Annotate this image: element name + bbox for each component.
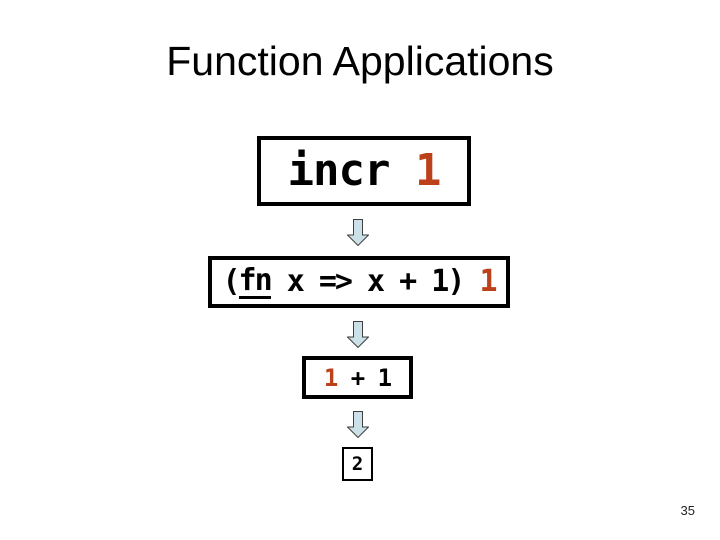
down-arrow-icon <box>347 219 369 246</box>
slide-title: Function Applications <box>166 38 554 84</box>
literal-argument: 1 <box>414 145 441 196</box>
substituted-literal: 1 <box>323 363 338 392</box>
expression-text: + 1 <box>337 363 392 392</box>
expression-box-lambda-application: (fn x => x + 1) 1 <box>208 256 510 308</box>
page-number: 35 <box>680 503 695 518</box>
result-value: 2 <box>351 452 364 475</box>
down-arrow-icon <box>347 321 369 348</box>
expression-box-incr-application: incr 1 <box>257 136 471 206</box>
expression-text: incr <box>287 145 415 196</box>
open-paren: ( <box>222 264 240 299</box>
literal-argument: 1 <box>479 264 497 299</box>
lambda-body: x => x + 1) <box>270 264 480 299</box>
expression-box-result: 2 <box>342 447 373 481</box>
fn-keyword: fn <box>238 262 273 299</box>
down-arrow-icon <box>347 411 369 438</box>
expression-box-sum: 1 + 1 <box>302 356 413 399</box>
